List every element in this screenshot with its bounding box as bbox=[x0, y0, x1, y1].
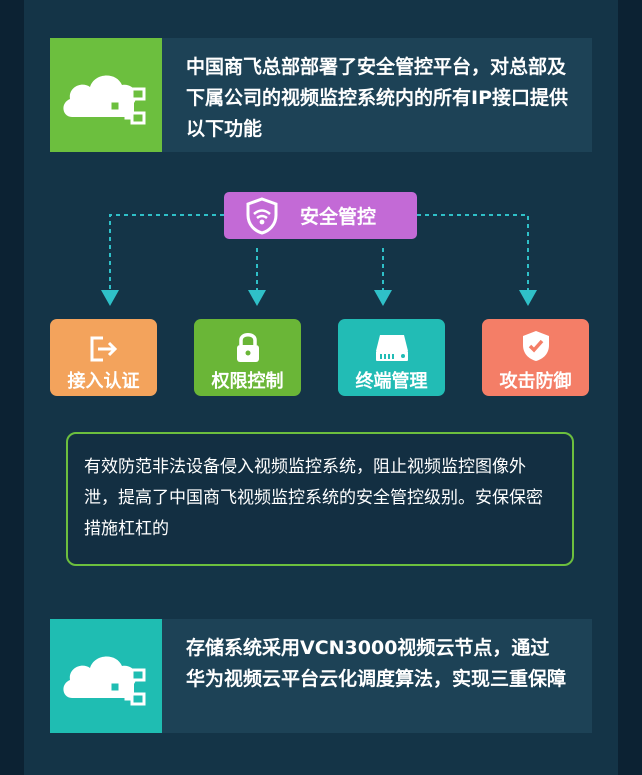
feature-label: 接入认证 bbox=[67, 371, 140, 392]
top-card-icon-box bbox=[50, 38, 162, 152]
cloud-network-icon bbox=[63, 656, 146, 706]
lock-icon bbox=[236, 333, 259, 362]
wifi-shield-icon bbox=[246, 196, 278, 235]
bottom-info-card: 存储系统采用VCN3000视频云节点，通过华为视频云平台云化调度算法，实现三重保… bbox=[50, 619, 592, 733]
feature-label: 终端管理 bbox=[355, 371, 428, 392]
bottom-card-text: 存储系统采用VCN3000视频云节点，通过华为视频云平台云化调度算法，实现三重保… bbox=[186, 637, 567, 690]
bottom-card-icon-box bbox=[50, 619, 162, 733]
cloud-network-icon bbox=[63, 75, 146, 125]
feature-attack-defense: 攻击防御 bbox=[482, 319, 589, 396]
feature-terminal-management: 终端管理 bbox=[338, 319, 445, 396]
security-control-pill: 安全管控 bbox=[224, 192, 417, 239]
feature-label: 权限控制 bbox=[211, 371, 284, 392]
login-icon bbox=[90, 336, 117, 362]
feature-permission-control: 权限控制 bbox=[194, 319, 301, 396]
security-control-label: 安全管控 bbox=[300, 206, 377, 228]
shield-check-icon bbox=[522, 331, 549, 361]
description-box: 有效防范非法设备侵入视频监控系统，阻止视频监控图像外泄，提高了中国商飞视频监控系… bbox=[66, 432, 574, 566]
top-info-card: 中国商飞总部部署了安全管控平台，对总部及下属公司的视频监控系统内的所有IP接口提… bbox=[50, 38, 592, 152]
feature-label: 攻击防御 bbox=[499, 371, 572, 392]
top-card-text: 中国商飞总部部署了安全管控平台，对总部及下属公司的视频监控系统内的所有IP接口提… bbox=[186, 56, 568, 140]
feature-access-auth: 接入认证 bbox=[50, 319, 157, 396]
server-icon bbox=[375, 335, 408, 361]
